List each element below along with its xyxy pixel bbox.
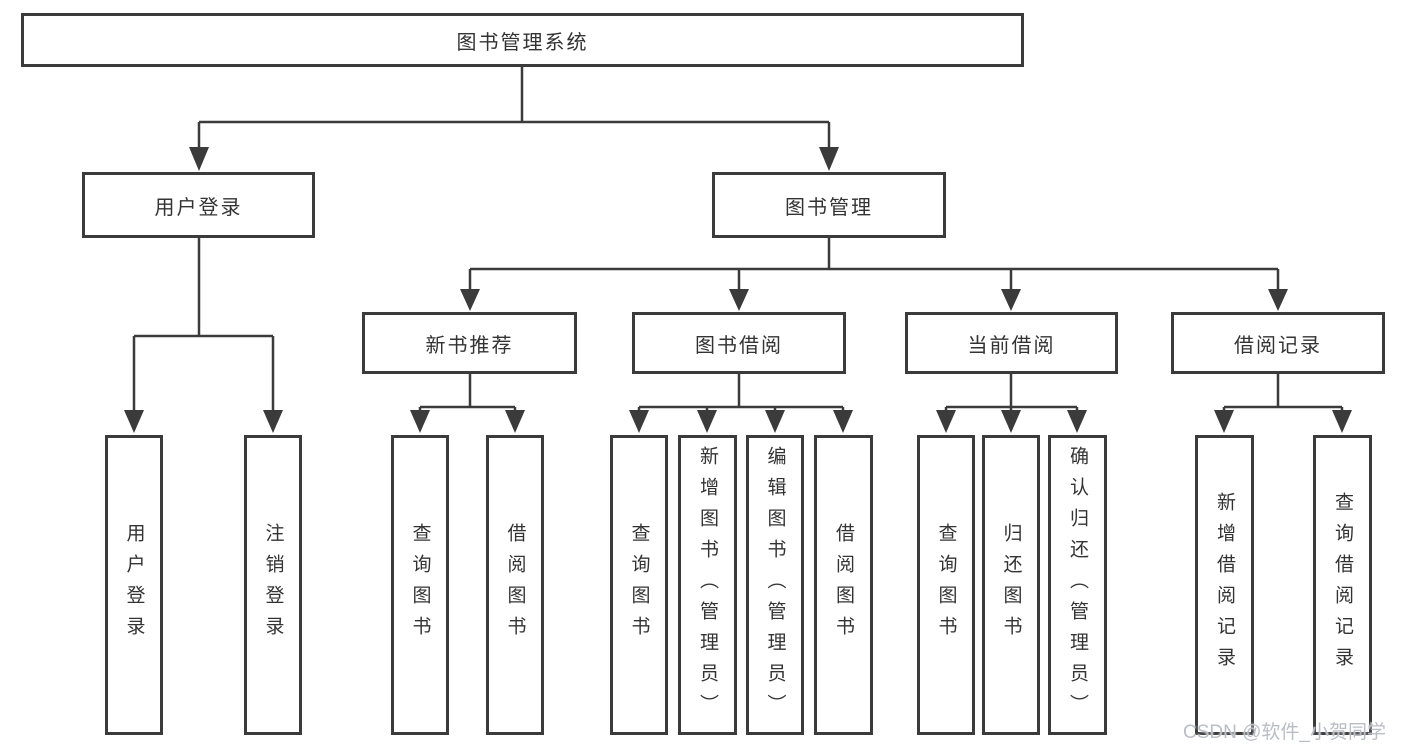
node-book-borrow: 图书借阅 <box>632 312 846 374</box>
leaf-query-books-current: 查询图书 <box>917 435 975 735</box>
connector-root <box>197 67 831 150</box>
leaf-borrow-books-recommend: 借阅图书 <box>486 435 544 735</box>
node-new-book-recommend: 新书推荐 <box>362 312 577 374</box>
arrowheads <box>124 147 1352 433</box>
node-book-management: 图书管理 <box>712 172 946 238</box>
node-user-login: 用户登录 <box>82 172 315 238</box>
arrowhead <box>410 410 430 433</box>
node-borrow-records: 借阅记录 <box>1171 312 1385 374</box>
connector-new-book-recommend <box>418 374 517 413</box>
leaf-query-books-borrow: 查询图书 <box>610 435 668 735</box>
arrowhead <box>189 147 209 171</box>
leaf-borrow-books: 借阅图书 <box>814 435 873 735</box>
arrowhead <box>729 289 749 311</box>
arrowhead <box>936 410 956 433</box>
connector-user-login <box>132 238 275 413</box>
arrowhead <box>263 410 283 433</box>
arrowhead <box>1001 289 1021 311</box>
arrowhead <box>765 410 785 433</box>
arrowhead <box>505 410 525 433</box>
arrowhead <box>697 410 717 433</box>
node-current-borrow: 当前借阅 <box>905 312 1118 374</box>
leaf-confirm-return-admin: 确认归还（管理员） <box>1048 435 1107 735</box>
arrowhead <box>1001 410 1021 433</box>
leaf-logout: 注销登录 <box>244 435 302 735</box>
connector-current-borrow <box>944 374 1079 413</box>
leaf-query-borrow-record: 查询借阅记录 <box>1313 435 1372 735</box>
leaf-edit-books-admin: 编辑图书（管理员） <box>746 435 804 735</box>
arrowhead <box>833 410 853 433</box>
csdn-watermark: CSDN @软件_小贺同学 <box>1183 722 1386 743</box>
connector-borrow-records <box>1222 374 1344 413</box>
leaf-add-borrow-record: 新增借阅记录 <box>1195 435 1254 735</box>
leaf-add-books-admin: 新增图书（管理员） <box>678 435 737 735</box>
leaf-return-books: 归还图书 <box>982 435 1040 735</box>
arrowhead <box>1332 410 1352 433</box>
arrowhead <box>124 410 144 433</box>
arrowhead <box>1067 410 1087 433</box>
arrowhead <box>819 147 839 171</box>
node-library-management-system: 图书管理系统 <box>21 13 1024 67</box>
leaf-query-books-recommend: 查询图书 <box>391 435 449 735</box>
arrowhead <box>1268 289 1288 311</box>
connector-book-borrow <box>637 374 845 413</box>
arrowhead <box>1214 410 1234 433</box>
arrowhead <box>629 410 649 433</box>
arrowhead <box>460 289 480 311</box>
connector-book-management <box>468 238 1280 292</box>
leaf-user-login: 用户登录 <box>105 435 163 735</box>
